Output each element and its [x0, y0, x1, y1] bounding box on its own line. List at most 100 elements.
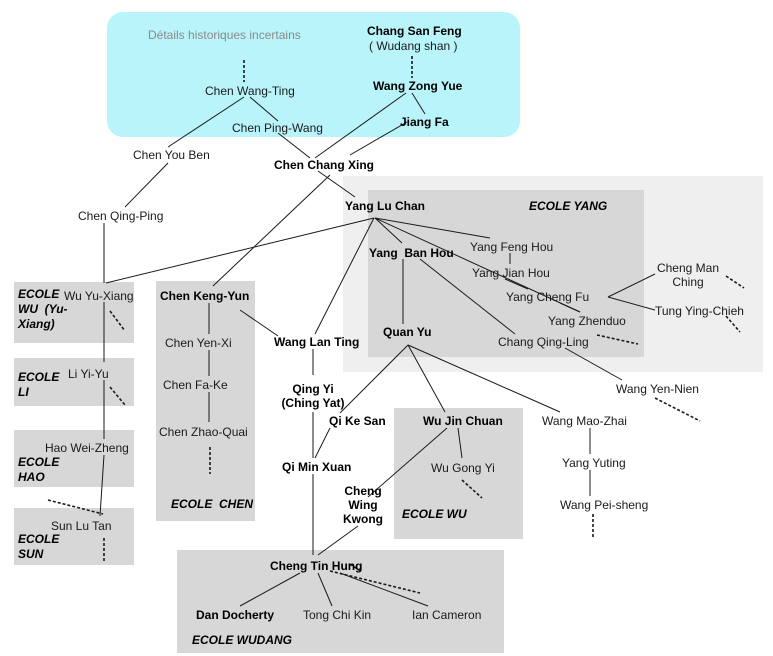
node-chen-zhao-quai: Chen Zhao-Quai [159, 425, 248, 439]
wudang-school-region [177, 550, 504, 653]
line-qi-ke-san-qi-min-xuan [314, 427, 331, 459]
node-qi-ke-san: Qi Ke San [329, 414, 386, 428]
school-label-li: ECOLE LI [18, 370, 60, 399]
wu-yu-xiang-school-region [14, 282, 134, 343]
sun-school-region [14, 508, 134, 565]
node-yang-ban-hou: Yang Ban Hou [369, 246, 454, 260]
line-yang-lu-chan-wang-lan-ting [314, 217, 375, 335]
uncertain-history-region [107, 12, 520, 137]
node-qing-yi: Qing Yi (Ching Yat) [281, 382, 345, 410]
dash-li-yi-yu [109, 386, 126, 406]
school-label-wu: ECOLE WU [402, 507, 467, 521]
node-hao-wei-zheng: Hao Wei-Zheng [45, 441, 129, 455]
line-chen-keng-yun-wang-lan-ting [239, 309, 279, 337]
node-chen-wang-ting: Chen Wang-Ting [205, 84, 295, 98]
line-quan-yu-wu-jin-chuan [407, 344, 446, 413]
uncertain-history-heading: Détails historiques incertains [148, 28, 301, 42]
dash-cheng-tin-hung-a [329, 570, 421, 594]
node-chang-san-feng: Chang San Feng [367, 24, 462, 38]
node-chen-fa-ke: Chen Fa-Ke [163, 378, 228, 392]
line-yang-ban-hou-chang-qing-ling [419, 258, 516, 335]
school-label-chen: ECOLE CHEN [171, 497, 254, 511]
node-chen-chang-xing: Chen Chang Xing [274, 158, 374, 172]
node-cheng-man-ching: Cheng Man Ching [656, 261, 720, 289]
line-cheng-tin-hung-dan-docherty [239, 572, 301, 607]
node-wang-zong-yue: Wang Zong Yue [373, 79, 463, 93]
line-wu-jin-chuan-wu-gong-yi [457, 427, 463, 459]
node-dan-docherty: Dan Docherty [196, 608, 275, 622]
node-quan-yu: Quan Yu [383, 325, 432, 339]
node-wu-yu-xiang: Wu Yu-Xiang [64, 289, 134, 303]
li-school-region [14, 358, 134, 406]
line-yang-lu-chan-yang-ban-hou [374, 217, 403, 244]
school-label-yang: ECOLE YANG [529, 199, 608, 213]
line-yang-lu-chan-yang-zhenduo [374, 217, 581, 313]
node-jiang-fa: Jiang Fa [400, 115, 449, 129]
line-yang-jian-hou-yang-cheng-fu [504, 278, 529, 290]
line-chen-chang-xing-yang-lu-chan [317, 170, 356, 198]
line-chen-you-ben-chen-qing-ping [124, 162, 169, 208]
line-hao-wei-zheng-sun-lu-tan [99, 454, 105, 517]
dash-tung-ying-chieh [725, 315, 741, 333]
line-quan-yu-qi-ke-san [339, 344, 409, 414]
line-yang-lu-chan-wu-yu-xiang [105, 217, 375, 284]
hao-school-region [14, 430, 134, 487]
node-tong-chi-kin: Tong Chi Kin [303, 608, 372, 622]
line-yang-cheng-fu-cheng-man-ching [607, 273, 656, 298]
node-li-yi-yu: Li Yi-Yu [68, 367, 109, 381]
node-qi-min-xuan: Qi Min Xuan [282, 460, 352, 474]
line-jiang-fa-chen-chang-xing [349, 121, 408, 156]
line-chen-ping-wang-chen-chang-xing [277, 132, 311, 159]
node-yang-lu-chan: Yang Lu Chan [345, 199, 426, 213]
line-quan-yu-wang-mao-zhai [407, 344, 561, 413]
dash-wu-gong-yi [461, 479, 483, 499]
dash-wang-yen-nien [654, 397, 701, 422]
dash-cheng-tin-hung-b [349, 563, 363, 573]
node-sun-lu-tan: Sun Lu Tan [51, 519, 112, 533]
node-wu-jin-chuan: Wu Jin Chuan [423, 414, 503, 428]
node-ian-cameron: Ian Cameron [412, 608, 482, 622]
node-wang-mao-zhai: Wang Mao-Zhai [542, 414, 627, 428]
node-yang-zhenduo: Yang Zhenduo [548, 314, 626, 328]
node-yang-yuting: Yang Yuting [562, 456, 626, 470]
chen-school-region [156, 281, 255, 521]
node-yang-cheng-fu: Yang Cheng Fu [506, 290, 590, 304]
dash-hao-wei-zheng [47, 499, 104, 515]
line-chen-wang-ting-chen-you-ben [167, 96, 245, 148]
line-chang-qing-ling-wang-yen-nien [564, 347, 623, 381]
yang-school-region [368, 190, 644, 357]
line-yang-cheng-fu-tung-ying-chieh [607, 296, 656, 311]
dash-yang-zhenduo [596, 334, 639, 345]
school-label-hao: ECOLE HAO [18, 455, 60, 484]
node-yang-feng-hou: Yang Feng Hou [470, 240, 554, 254]
node-wang-pei-sheng: Wang Pei-sheng [560, 498, 649, 512]
line-wang-zong-yue-chen-chang-xing [314, 92, 407, 159]
school-label-wu-yu-xiang: ECOLE WU (Yu- Xiang) [18, 287, 68, 331]
line-yang-lu-chan-yang-feng-hou [374, 217, 491, 239]
node-chen-ping-wang: Chen Ping-Wang [232, 121, 323, 135]
node-cheng-tin-hung: Cheng Tin Hung [270, 559, 363, 573]
node-chang-qing-ling: Chang Qing-Ling [498, 335, 589, 349]
school-label-sun: ECOLE SUN [18, 532, 60, 561]
line-chen-chang-xing-chen-keng-yun [212, 174, 331, 287]
node-chen-you-ben: Chen You Ben [133, 148, 210, 162]
node-chen-qing-ping: Chen Qing-Ping [78, 209, 164, 223]
school-label-wudang: ECOLE WUDANG [192, 633, 292, 647]
line-cheng-tin-hung-tong-chi-kin [317, 572, 333, 607]
node-wudang-shan: ( Wudang shan ) [369, 39, 458, 53]
line-cheng-tin-hung-ian-cameron [339, 572, 429, 607]
node-chen-yen-xi: Chen Yen-Xi [165, 336, 232, 350]
line-chen-wang-ting-chen-ping-wang [249, 96, 279, 122]
node-wang-lan-ting: Wang Lan Ting [274, 335, 360, 349]
dash-wu-yu-xiang [109, 310, 126, 332]
dash-cheng-man-ching [725, 275, 745, 289]
line-wang-zong-yue-jiang-fa [411, 92, 426, 115]
line-yang-cheng-fu-yang-zhenduo [559, 302, 581, 313]
node-tung-ying-chieh: Tung Ying-Chieh [655, 304, 744, 318]
node-chen-keng-yun: Chen Keng-Yun [160, 289, 250, 303]
line-cheng-wing-kwong-cheng-tin-hung [317, 525, 359, 556]
node-wu-gong-yi: Wu Gong Yi [431, 461, 495, 475]
node-cheng-wing-kwong: Cheng Wing Kwong [343, 484, 383, 526]
